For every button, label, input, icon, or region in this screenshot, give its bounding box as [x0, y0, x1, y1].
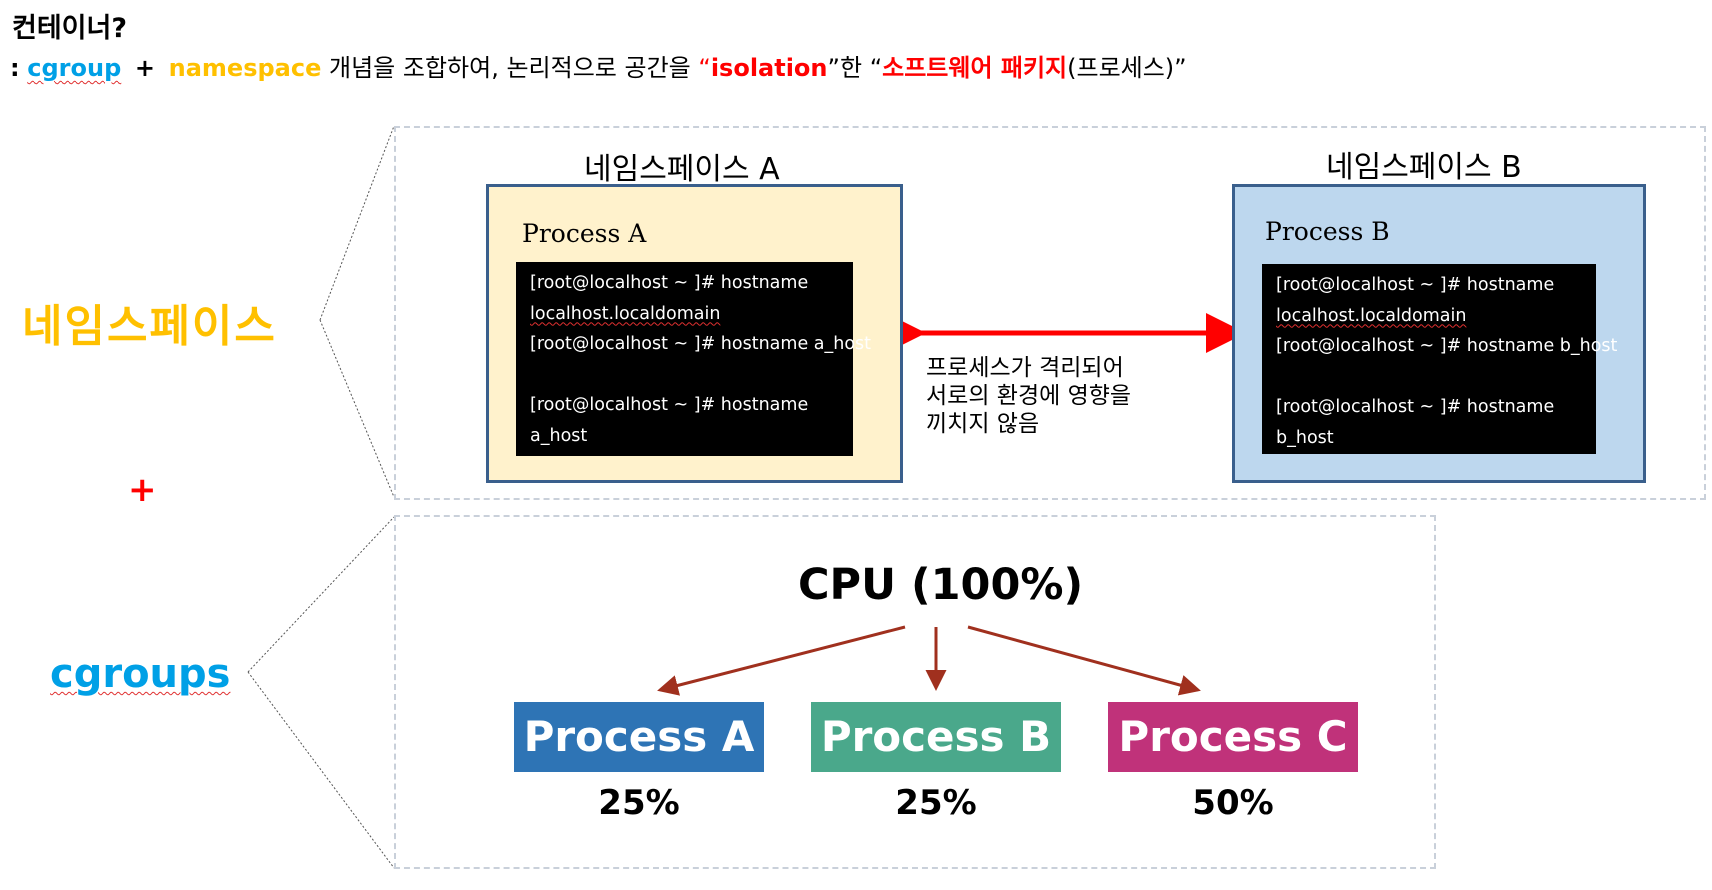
- cpu-title: CPU (100%): [798, 560, 1084, 610]
- cgroup-process-b: Process B: [811, 702, 1061, 772]
- quote-close-1: ”: [827, 54, 840, 82]
- terminal-line: [root@localhost ~ ]# hostname: [1276, 275, 1555, 295]
- terminal-line: localhost.localdomain: [1276, 305, 1467, 326]
- cpu-arrow-a: [657, 625, 906, 696]
- namespace-label: 네임스페이스: [22, 301, 277, 352]
- quote-open-2: “: [869, 54, 883, 82]
- term-isolation: isolation: [710, 54, 828, 82]
- terminal-line: [root@localhost ~ ]# hostname: [530, 273, 809, 293]
- terminal-line: [root@localhost ~ ]# hostname: [530, 395, 809, 415]
- quote-open-1: “: [698, 54, 711, 82]
- isolation-note-line: 프로세스가 격리되어: [926, 355, 1124, 381]
- terminal-b: [root@localhost ~ ]# hostname localhost.…: [1262, 264, 1618, 454]
- quote-close-2: ”: [1174, 54, 1187, 82]
- cpu-arrow-c: [967, 625, 1201, 696]
- term-namespace: namespace: [168, 54, 322, 82]
- definition-text-1: 개념을 조합하여, 논리적으로 공간을: [329, 54, 691, 82]
- cgroups-panel: [394, 515, 1436, 869]
- isolation-note-line: 끼치지 않음: [926, 411, 1040, 437]
- namespace-b-title: 네임스페이스 B: [1326, 150, 1522, 185]
- terminal-line: [root@localhost ~ ]# hostname b_host: [1276, 336, 1618, 356]
- namespace-panel: [394, 126, 1706, 500]
- terminal-a: [root@localhost ~ ]# hostname localhost.…: [516, 262, 872, 456]
- terminal-line: a_host: [530, 425, 588, 446]
- cgroups-bracket: [247, 516, 395, 869]
- definition-prefix: :: [10, 54, 20, 82]
- namespace-a-box: Process A [root@localhost ~ ]# hostname …: [486, 184, 903, 483]
- plus-sign: +: [128, 470, 157, 510]
- definition-text-3: (프로세스): [1067, 54, 1175, 82]
- term-cgroup: cgroup: [27, 54, 122, 82]
- namespace-bracket: [319, 125, 395, 498]
- cgroup-process-c: Process C: [1108, 702, 1358, 772]
- process-a-share: 25%: [598, 783, 680, 823]
- terminal-line: b_host: [1276, 427, 1334, 448]
- definition-text-2: 한: [839, 54, 863, 82]
- namespace-b-box: Process B [root@localhost ~ ]# hostname …: [1232, 184, 1646, 483]
- terminal-line: [root@localhost ~ ]# hostname a_host: [530, 334, 872, 354]
- process-b-share: 25%: [895, 783, 977, 823]
- terminal-line: localhost.localdomain: [530, 303, 721, 324]
- isolation-note-line: 서로의 환경에 영향을: [926, 383, 1132, 409]
- process-b-label: Process B: [1265, 217, 1390, 246]
- page-title: 컨테이너?: [12, 13, 128, 44]
- term-plus: +: [134, 54, 155, 82]
- cgroup-process-a: Process A: [514, 702, 764, 772]
- terminal-line: [530, 360, 839, 391]
- isolation-note: 프로세스가 격리되어 서로의 환경에 영향을 끼치지 않음: [926, 354, 1131, 438]
- process-a-label: Process A: [522, 219, 647, 248]
- definition-line: : cgroup + namespace 개념을 조합하여, 논리적으로 공간을…: [10, 48, 1187, 83]
- namespace-a-title: 네임스페이스 A: [584, 152, 780, 187]
- terminal-line: [root@localhost ~ ]# hostname: [1276, 397, 1555, 417]
- term-software-package: 소프트웨어 패키지: [882, 54, 1068, 82]
- terminal-line: [1276, 362, 1582, 393]
- process-c-share: 50%: [1192, 783, 1274, 823]
- cgroups-label: cgroups: [50, 651, 231, 697]
